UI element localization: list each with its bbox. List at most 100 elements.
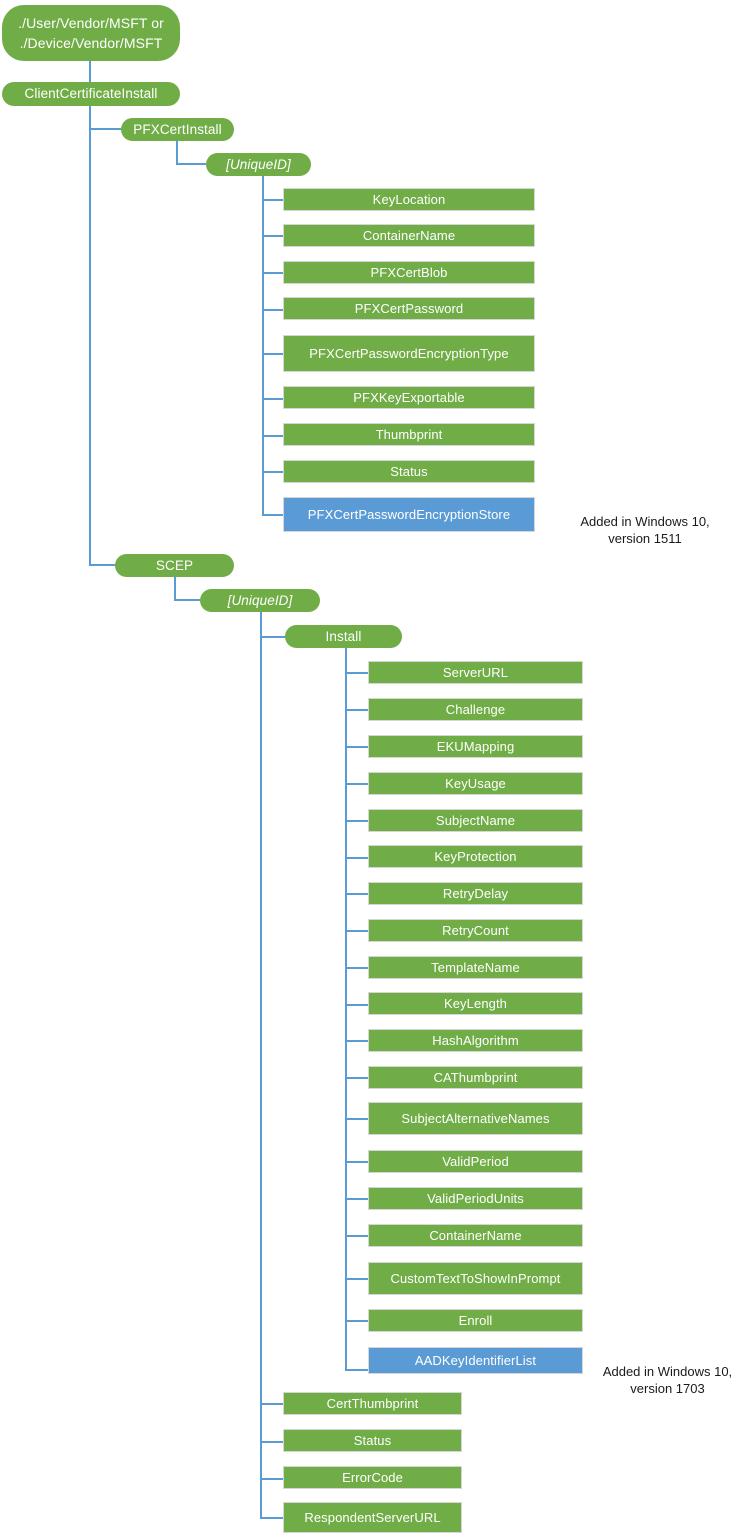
node-label: ValidPeriod xyxy=(442,1154,509,1169)
leaf-node-serverurl[interactable]: ServerURL xyxy=(368,661,583,684)
connector-stub-scep-child xyxy=(260,1441,283,1443)
connector-stub-install-child xyxy=(345,1161,368,1163)
leaf-node-challenge[interactable]: Challenge xyxy=(368,698,583,721)
leaf-node-subjectalternativenames[interactable]: SubjectAlternativeNames xyxy=(368,1102,583,1135)
connector-stub-install-child xyxy=(345,1198,368,1200)
node-label: Enroll xyxy=(458,1313,493,1328)
leaf-node-retrycount[interactable]: RetryCount xyxy=(368,919,583,942)
leaf-node-customtexttoshowinprompt[interactable]: CustomTextToShowInPrompt xyxy=(368,1262,583,1295)
leaf-node-validperiodunits[interactable]: ValidPeriodUnits xyxy=(368,1187,583,1210)
leaf-node-pfxcertpassword[interactable]: PFXCertPassword xyxy=(283,297,535,320)
leaf-node-containername[interactable]: ContainerName xyxy=(283,224,535,247)
connector-pfxcertinstall-to-uniqueid xyxy=(176,141,178,164)
leaf-node-pfxcertblob[interactable]: PFXCertBlob xyxy=(283,261,535,284)
node-label: AADKeyIdentifierList xyxy=(414,1353,537,1368)
leaf-node-certthumbprint[interactable]: CertThumbprint xyxy=(283,1392,462,1415)
connector-stub-install-child xyxy=(345,709,368,711)
connector-stub-install-child xyxy=(345,1004,368,1006)
connector-stub-install-child xyxy=(345,1040,368,1042)
connector-stub-install-child xyxy=(345,820,368,822)
leaf-node-errorcode[interactable]: ErrorCode xyxy=(283,1466,462,1489)
leaf-node-hashalgorithm[interactable]: HashAlgorithm xyxy=(368,1029,583,1052)
connector-stub-pfx-child xyxy=(262,235,283,237)
node-label: PFXKeyExportable xyxy=(353,390,465,405)
connector-spine-scep-children xyxy=(260,612,262,1518)
node-label: SubjectName xyxy=(435,813,516,828)
leaf-node-thumbprint[interactable]: Thumbprint xyxy=(283,423,535,446)
connector-spine-pfx-children xyxy=(262,176,264,515)
leaf-node-cathumbprint[interactable]: CAThumbprint xyxy=(368,1066,583,1089)
connector-stub-install-child xyxy=(345,672,368,674)
connector-stub-install-child xyxy=(345,746,368,748)
leaf-node-keylocation[interactable]: KeyLocation xyxy=(283,188,535,211)
connector-stub-install-child xyxy=(345,857,368,859)
node-clientcertificateinstall[interactable]: ClientCertificateInstall xyxy=(2,82,180,106)
connector-stub-install-child xyxy=(345,967,368,969)
node-root-vendor-path[interactable]: ./User/Vendor/MSFT or ./Device/Vendor/MS… xyxy=(2,5,180,61)
node-label: KeyLength xyxy=(443,996,508,1011)
node-label: ClientCertificateInstall xyxy=(24,86,158,102)
node-label: PFXCertBlob xyxy=(370,265,448,280)
node-label: ServerURL xyxy=(442,665,509,680)
node-label: HashAlgorithm xyxy=(432,1033,519,1048)
leaf-node-keyprotection[interactable]: KeyProtection xyxy=(368,845,583,868)
connector-stub-pfx-child xyxy=(262,398,283,400)
connector-stub-scep-child xyxy=(260,1403,283,1405)
leaf-node-status-scep[interactable]: Status xyxy=(283,1429,462,1452)
leaf-node-validperiod[interactable]: ValidPeriod xyxy=(368,1150,583,1173)
connector-stub-pfx-child xyxy=(262,353,283,355)
annotation-added-in-windows-1511: Added in Windows 10, version 1511 xyxy=(545,495,745,548)
node-label: PFXCertInstall xyxy=(133,121,222,137)
node-pfxcertinstall[interactable]: PFXCertInstall xyxy=(121,118,234,141)
connector-root-to-level1 xyxy=(89,61,91,82)
node-label: RespondentServerURL xyxy=(304,1510,441,1525)
node-scep[interactable]: SCEP xyxy=(115,554,234,577)
connector-stub-install-child xyxy=(345,1320,368,1322)
leaf-node-enroll[interactable]: Enroll xyxy=(368,1309,583,1332)
node-label: Status xyxy=(390,464,428,479)
node-scep-uniqueid[interactable]: [UniqueID] xyxy=(200,589,320,612)
leaf-node-keyusage[interactable]: KeyUsage xyxy=(368,772,583,795)
node-label: CertThumbprint xyxy=(326,1396,419,1411)
node-label: ContainerName xyxy=(429,1228,522,1243)
connector-elbow-scep-uniqueid xyxy=(174,599,200,601)
leaf-node-ekumapping[interactable]: EKUMapping xyxy=(368,735,583,758)
leaf-node-aadkeyidentifierlist[interactable]: AADKeyIdentifierList xyxy=(368,1347,583,1374)
node-label: [UniqueID] xyxy=(226,156,291,172)
leaf-node-retrydelay[interactable]: RetryDelay xyxy=(368,882,583,905)
connector-stub-install-child xyxy=(345,893,368,895)
leaf-node-respondentserverurl[interactable]: RespondentServerURL xyxy=(283,1502,462,1533)
leaf-node-status[interactable]: Status xyxy=(283,460,535,483)
annotation-text: Added in Windows 10, version 1511 xyxy=(580,513,710,547)
leaf-node-subjectname[interactable]: SubjectName xyxy=(368,809,583,832)
connector-stub-install-child xyxy=(345,1077,368,1079)
node-label: CAThumbprint xyxy=(433,1070,518,1085)
node-label: Install xyxy=(325,628,362,644)
connector-stub-scep-child xyxy=(260,1517,283,1519)
node-label: PFXCertPasswordEncryptionType xyxy=(309,346,509,361)
connector-stub-pfx-child xyxy=(262,309,283,311)
leaf-node-pfxkeyexportable[interactable]: PFXKeyExportable xyxy=(283,386,535,409)
node-install[interactable]: Install xyxy=(285,625,402,648)
node-label: EKUMapping xyxy=(436,739,515,754)
connector-stub-pfx-child xyxy=(262,471,283,473)
node-label: KeyUsage xyxy=(445,776,506,791)
annotation-added-in-windows-1703: Added in Windows 10, version 1703 xyxy=(590,1345,745,1398)
node-label: KeyLocation xyxy=(372,192,446,207)
node-label: Thumbprint xyxy=(375,427,443,442)
leaf-node-templatename[interactable]: TemplateName xyxy=(368,956,583,979)
node-label: SCEP xyxy=(155,557,194,573)
leaf-node-containername-scep[interactable]: ContainerName xyxy=(368,1224,583,1247)
connector-stub-pfx-child xyxy=(262,272,283,274)
leaf-node-pfxcertpasswordencryptionstore[interactable]: PFXCertPasswordEncryptionStore xyxy=(283,497,535,532)
leaf-node-pfxcertpasswordencryptiontype[interactable]: PFXCertPasswordEncryptionType xyxy=(283,335,535,372)
node-pfx-uniqueid[interactable]: [UniqueID] xyxy=(206,153,311,176)
node-label: ContainerName xyxy=(362,228,456,243)
connector-stub-install-child xyxy=(345,1369,368,1371)
node-label: ./User/Vendor/MSFT or ./Device/Vendor/MS… xyxy=(18,14,164,51)
connector-spine-install-children xyxy=(345,648,347,1370)
leaf-node-keylength[interactable]: KeyLength xyxy=(368,992,583,1015)
connector-spine-level1 xyxy=(89,106,91,566)
node-label: CustomTextToShowInPrompt xyxy=(390,1271,561,1286)
node-label: KeyProtection xyxy=(434,849,517,864)
